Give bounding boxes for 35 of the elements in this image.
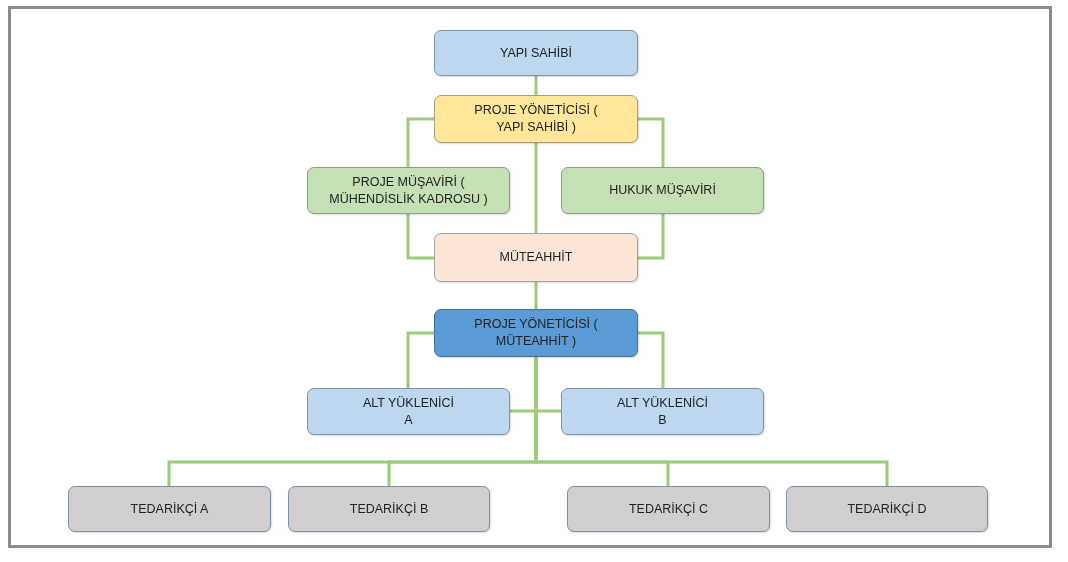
org-box	[434, 309, 638, 357]
box-label: MÜTEAHHİT	[499, 249, 573, 266]
box-label: TEDARİKÇİ B	[349, 500, 429, 518]
connector-line	[534, 143, 538, 233]
connector-line	[638, 214, 665, 260]
box-label: TEDARİKÇİ A	[130, 500, 209, 518]
box-label: PROJE YÖNETİCİSİ ( MÜTEAHHİT )	[473, 316, 599, 350]
box-label: PROJE MÜŞAVİRİ ( MÜHENDİSLİK KADROSU )	[328, 173, 489, 208]
org-box	[68, 486, 271, 532]
connector-line	[638, 117, 665, 167]
box-label: TEDARİKÇİ D	[847, 500, 927, 518]
org-box	[307, 167, 510, 214]
connector-line	[406, 331, 434, 388]
connector-line	[534, 357, 889, 486]
connector-line	[534, 76, 538, 95]
box-label: PROJE YÖNETİCİSİ ( YAPI SAHİBİ )	[473, 102, 599, 136]
connector-line	[406, 214, 434, 260]
org-box	[561, 388, 764, 435]
box-label: TEDARİKÇİ C	[628, 500, 709, 518]
org-box	[288, 486, 490, 532]
box-label: ALT YÜKLENİCİ B	[616, 394, 709, 429]
org-box	[434, 95, 638, 143]
org-box	[561, 167, 764, 214]
box-label: ALT YÜKLENİCİ A	[362, 394, 455, 429]
org-box	[307, 388, 510, 435]
connector-line	[534, 282, 538, 309]
org-box	[434, 233, 638, 282]
box-label: HUKUK MÜŞAVİRİ	[609, 182, 716, 199]
org-box	[567, 486, 770, 532]
box-label: YAPI SAHİBİ	[500, 44, 572, 62]
org-box	[786, 486, 988, 532]
connector-line	[638, 331, 665, 388]
connector-line	[406, 117, 434, 167]
org-box	[434, 30, 638, 76]
connector-line	[510, 409, 561, 413]
